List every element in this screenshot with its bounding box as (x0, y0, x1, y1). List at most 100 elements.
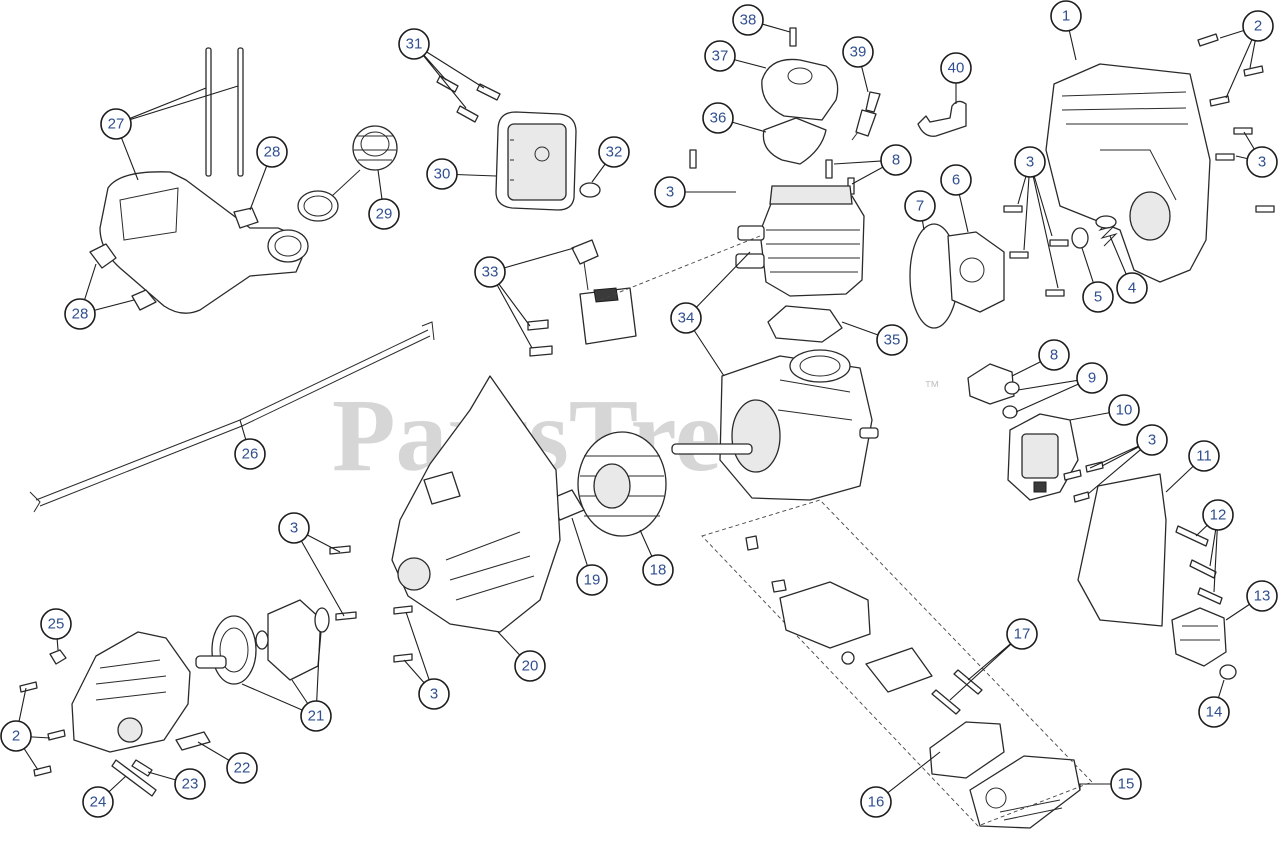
svg-text:16: 16 (868, 794, 885, 811)
callout-26: 26 (234, 438, 266, 470)
breather-tube-part (917, 100, 967, 137)
cylinder-gasket-part (767, 305, 843, 343)
carburetor-gasket-part (967, 363, 1015, 405)
svg-text:34: 34 (678, 310, 695, 327)
fuel-cap-part (297, 125, 398, 222)
carburetor-part (1007, 413, 1079, 501)
svg-text:36: 36 (710, 110, 727, 127)
callout-39: 39 (842, 36, 874, 68)
svg-text:1: 1 (1062, 8, 1070, 25)
svg-text:14: 14 (1206, 704, 1223, 721)
callout-3: 3 (1014, 146, 1046, 178)
svg-text:20: 20 (522, 658, 539, 675)
clutch-housing-part (71, 631, 211, 753)
spring-part (1095, 215, 1118, 247)
callout-33: 33 (474, 256, 506, 288)
svg-text:39: 39 (850, 44, 867, 61)
valve-cover-part (761, 27, 839, 121)
spark-plug-part (851, 91, 881, 141)
callout-28: 28 (256, 136, 288, 168)
callout-10: 10 (1108, 394, 1140, 426)
muffler-internal-parts (745, 535, 933, 693)
svg-text:31: 31 (406, 36, 423, 53)
svg-text:3: 3 (430, 686, 438, 703)
callout-16: 16 (860, 786, 892, 818)
svg-text:2: 2 (1254, 18, 1262, 35)
callout-35: 35 (876, 324, 908, 356)
callout-4: 4 (1116, 272, 1148, 304)
primer-ring-part (1219, 664, 1237, 680)
callout-2: 2 (0, 720, 32, 752)
svg-text:22: 22 (234, 760, 251, 777)
svg-text:32: 32 (606, 144, 623, 161)
callout-23: 23 (174, 768, 206, 800)
svg-text:30: 30 (434, 166, 451, 183)
flywheel-part (577, 431, 667, 537)
trademark-symbol: ™ (924, 379, 940, 396)
callout-1: 1 (1050, 0, 1082, 32)
fuel-tank-part (99, 47, 309, 314)
svg-text:28: 28 (72, 306, 89, 323)
svg-text:2: 2 (12, 728, 20, 745)
svg-text:28: 28 (264, 144, 281, 161)
callout-7: 7 (904, 190, 936, 222)
callout-14: 14 (1198, 696, 1230, 728)
callout-3: 3 (1246, 146, 1278, 178)
svg-text:25: 25 (48, 616, 65, 633)
primer-bulb-part (1171, 607, 1227, 667)
callout-30: 30 (426, 158, 458, 190)
mounting-plate-part (947, 231, 1005, 313)
callout-29: 29 (368, 198, 400, 230)
svg-text:6: 6 (952, 172, 960, 189)
svg-text:3: 3 (290, 520, 298, 537)
svg-text:27: 27 (108, 116, 125, 133)
svg-text:19: 19 (584, 572, 601, 589)
callout-8: 8 (880, 144, 912, 176)
svg-text:8: 8 (1050, 347, 1058, 364)
svg-text:24: 24 (90, 794, 107, 811)
muffler-assembly-region (701, 499, 1093, 827)
housing-screws-left-part (19, 681, 66, 777)
starter-housing-part (391, 375, 561, 633)
small-screws-right-part (1003, 127, 1275, 297)
callout-27: 27 (100, 108, 132, 140)
callout-37: 37 (704, 40, 736, 72)
svg-text:17: 17 (1014, 626, 1031, 643)
cylinder-part (599, 185, 865, 301)
air-filter-screws-part (436, 75, 501, 123)
svg-text:35: 35 (884, 332, 901, 349)
svg-text:23: 23 (182, 776, 199, 793)
callout-24: 24 (82, 786, 114, 818)
svg-text:38: 38 (740, 12, 757, 29)
callout-2: 2 (1242, 10, 1274, 42)
callout-5: 5 (1082, 281, 1114, 313)
svg-text:13: 13 (1254, 588, 1271, 605)
callout-12: 12 (1202, 499, 1234, 531)
svg-text:7: 7 (916, 198, 924, 215)
callout-22: 22 (226, 752, 258, 784)
svg-text:3: 3 (666, 184, 674, 201)
callout-3: 3 (1136, 424, 1168, 456)
svg-text:18: 18 (650, 562, 667, 579)
housing-screws-part (1197, 33, 1264, 107)
short-screw-part (131, 759, 153, 777)
pins-part (1175, 525, 1223, 605)
air-filter-cover-part (495, 111, 577, 211)
svg-text:21: 21 (308, 708, 325, 725)
svg-text:3: 3 (1258, 154, 1266, 171)
callout-32: 32 (598, 136, 630, 168)
callout-25: 25 (40, 608, 72, 640)
svg-text:33: 33 (482, 264, 499, 281)
callout-20: 20 (514, 650, 546, 682)
washer-9b-part (1002, 405, 1018, 419)
ignition-coil-part (527, 239, 637, 357)
callout-38: 38 (732, 4, 764, 36)
callout-6: 6 (940, 164, 972, 196)
callout-3: 3 (654, 176, 686, 208)
callout-11: 11 (1188, 440, 1220, 472)
callout-8: 8 (1038, 339, 1070, 371)
svg-text:26: 26 (242, 446, 259, 463)
drive-pin-part (111, 759, 157, 797)
